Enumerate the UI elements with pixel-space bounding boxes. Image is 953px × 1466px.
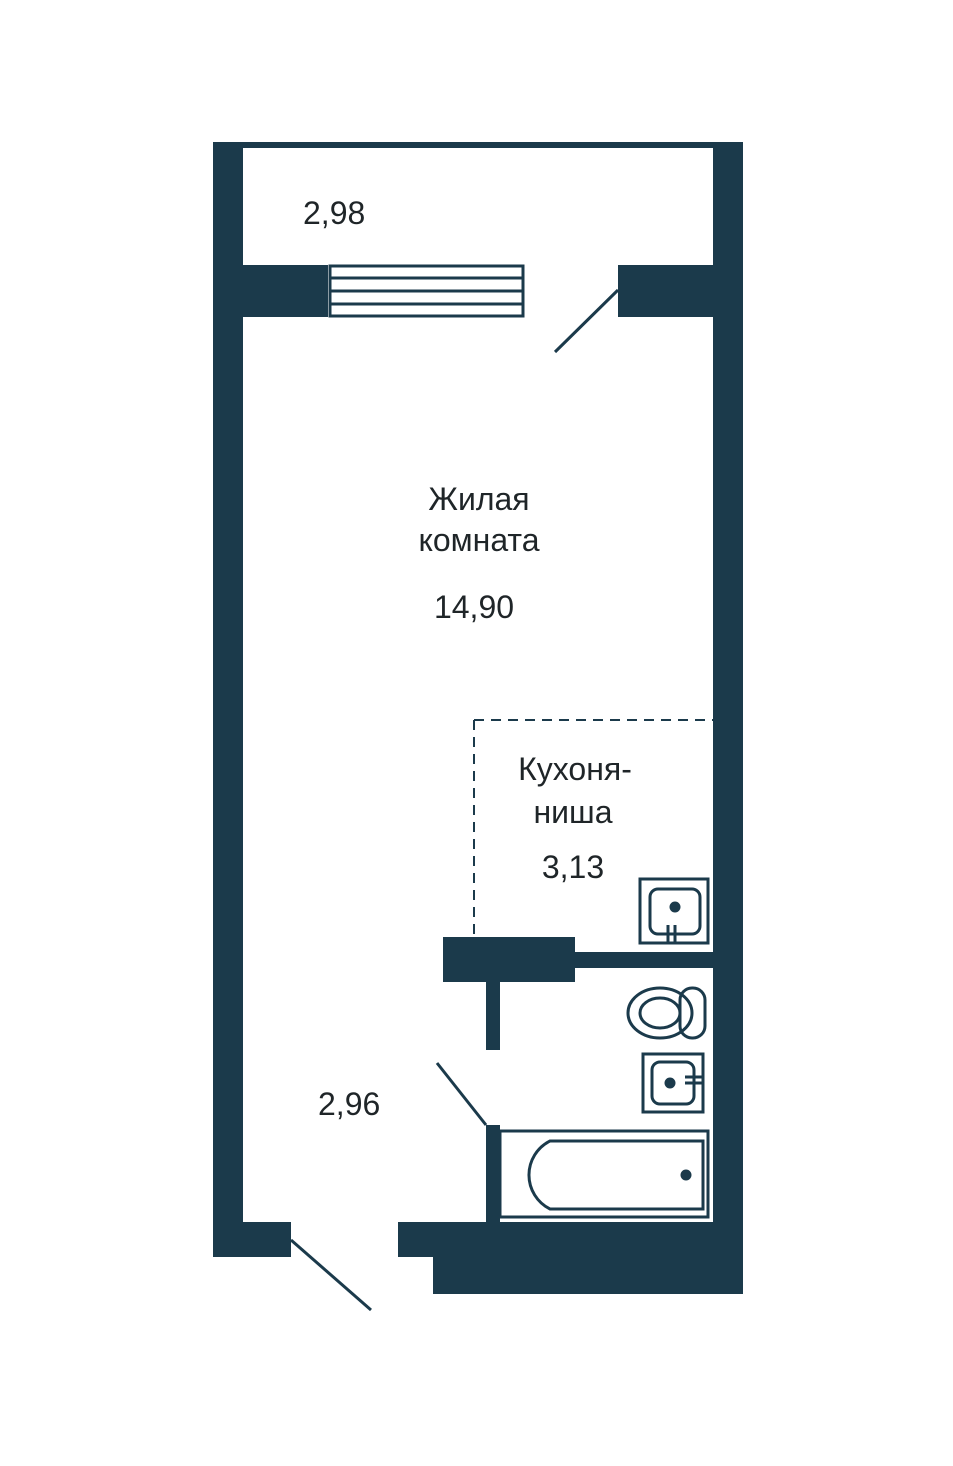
- bathroom-door-icon: [435, 1062, 488, 1126]
- balcony-top-wall: [213, 142, 743, 148]
- kitchen-niche-boundary: [473, 719, 713, 937]
- bottom-wall-left: [213, 1222, 291, 1257]
- bathtub-icon: [498, 1129, 710, 1219]
- washbasin-icon: [641, 1052, 705, 1114]
- bathroom-wall-block: [443, 937, 575, 982]
- left-wall: [213, 142, 243, 1257]
- balcony-area-label: 2,98: [303, 195, 366, 231]
- toilet-icon: [626, 986, 707, 1040]
- living-room-name-line1: Жилая: [428, 481, 530, 517]
- balcony-door-icon: [553, 288, 620, 354]
- kitchen-sink-icon: [638, 877, 710, 945]
- balcony-window-icon: [328, 264, 525, 318]
- bathroom-partition-lower: [486, 1125, 500, 1225]
- balcony-divider-left: [213, 265, 328, 317]
- right-wall: [713, 142, 743, 1294]
- bottom-wall-outer: [433, 1255, 743, 1294]
- kitchen-niche-name-line2: ниша: [533, 794, 613, 830]
- kitchen-niche-name-line1: Кухоня-: [518, 751, 632, 787]
- hallway-area-label: 2,96: [318, 1086, 381, 1122]
- kitchen-niche-area-label: 3,13: [541, 849, 605, 885]
- balcony-divider-right: [618, 265, 743, 317]
- bathroom-partition-upper: [486, 980, 500, 1050]
- bottom-wall-right: [398, 1222, 743, 1257]
- bathroom-top-wall: [575, 952, 715, 968]
- doors: [290, 288, 620, 1312]
- walls: [213, 142, 743, 1294]
- entrance-door-icon: [290, 1238, 372, 1312]
- living-room-name-line2: комната: [418, 522, 540, 558]
- living-room-area-label: 14,90: [433, 589, 515, 625]
